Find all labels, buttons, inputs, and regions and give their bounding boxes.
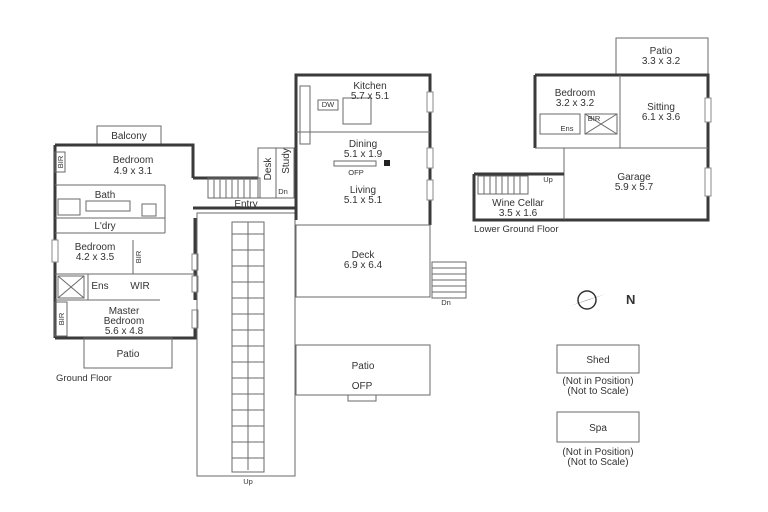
label-garage-size: 5.9 x 5.7 bbox=[615, 182, 654, 193]
fireplace-marker bbox=[384, 160, 390, 166]
label-entry: Entry bbox=[234, 199, 257, 210]
kitchen-bench bbox=[299, 85, 311, 145]
patio-ground-outline bbox=[83, 337, 173, 369]
lower-ground-floor bbox=[472, 37, 712, 222]
label-garage: Garage bbox=[617, 172, 651, 183]
label-wir: WIR bbox=[130, 281, 149, 292]
label-deck-size: 6.9 x 6.4 bbox=[344, 260, 383, 271]
label-laundry: L'dry bbox=[94, 221, 115, 232]
label-sitting-size: 6.1 x 3.6 bbox=[642, 112, 681, 123]
label-sitting: Sitting bbox=[647, 102, 675, 113]
label-deck: Deck bbox=[352, 250, 376, 261]
patio-ofp-hearth bbox=[347, 394, 377, 402]
label-up-main: Up bbox=[243, 477, 253, 486]
vanity bbox=[85, 200, 131, 212]
compass-rose-icon bbox=[577, 290, 597, 310]
ground-floor-left-wing bbox=[51, 125, 199, 369]
label-spa-note2: (Not to Scale) bbox=[567, 457, 628, 468]
label-bir-1: BIR bbox=[56, 155, 65, 168]
label-up-lower: Up bbox=[543, 175, 553, 184]
label-living: Living bbox=[350, 185, 376, 196]
dishwasher bbox=[317, 99, 339, 111]
window bbox=[704, 167, 712, 197]
wall-top bbox=[55, 143, 195, 178]
window bbox=[704, 97, 712, 123]
wall-wine-outer bbox=[472, 174, 564, 222]
window bbox=[191, 253, 199, 271]
label-kitchen: Kitchen bbox=[353, 81, 386, 92]
label-ground-floor: Ground Floor bbox=[56, 373, 112, 384]
label-wine: Wine Cellar bbox=[492, 198, 544, 209]
label-compass-n: N bbox=[626, 292, 635, 307]
main-block bbox=[294, 73, 467, 402]
deck-outline bbox=[295, 224, 431, 298]
label-shed: Shed bbox=[586, 355, 609, 366]
compass-needle-icon bbox=[570, 294, 606, 306]
window bbox=[51, 239, 59, 263]
label-desk: Desk bbox=[263, 157, 274, 181]
label-shed-note2: (Not to Scale) bbox=[567, 386, 628, 397]
deck-stairs bbox=[431, 261, 467, 299]
toilet bbox=[141, 203, 157, 217]
label-living-size: 5.1 x 5.1 bbox=[344, 195, 383, 206]
ens-lower-block bbox=[539, 113, 581, 135]
label-bedroom-lower-size: 3.2 x 3.2 bbox=[556, 98, 595, 109]
walkway-outline bbox=[196, 212, 296, 477]
label-patio-ground: Patio bbox=[117, 349, 140, 360]
bathtub bbox=[57, 198, 81, 216]
label-patio-main: Patio bbox=[352, 361, 375, 372]
label-master: Master bbox=[109, 306, 140, 317]
label-kitchen-size: 5.7 x 5.1 bbox=[351, 91, 390, 102]
bir-strip-3 bbox=[54, 301, 68, 337]
label-bedroom1-size: 4.9 x 3.1 bbox=[114, 166, 153, 177]
window bbox=[191, 309, 199, 329]
label-master-2: Bedroom bbox=[104, 316, 145, 327]
label-patio-lower: Patio bbox=[650, 46, 673, 57]
spa-box bbox=[556, 411, 640, 443]
shed-box bbox=[556, 344, 640, 374]
window bbox=[191, 275, 199, 293]
label-patio-lower-size: 3.3 x 3.2 bbox=[642, 56, 681, 67]
label-master-size: 5.6 x 4.8 bbox=[105, 326, 144, 337]
label-ofp-patio: OFP bbox=[352, 381, 373, 392]
label-study: Study bbox=[281, 148, 292, 174]
label-ens-lower: Ens bbox=[561, 124, 574, 133]
label-ofp-living: OFP bbox=[348, 168, 363, 177]
label-bedroom1: Bedroom bbox=[113, 155, 154, 166]
label-wine-size: 3.5 x 1.6 bbox=[499, 208, 538, 219]
compass bbox=[570, 290, 606, 310]
label-bir-3: BIR bbox=[57, 312, 66, 325]
label-bir-lower: BIR bbox=[588, 114, 601, 123]
label-ens: Ens bbox=[91, 281, 108, 292]
entry-stairs bbox=[207, 177, 261, 199]
shower bbox=[57, 275, 85, 299]
window bbox=[426, 147, 434, 169]
label-bedroom-lower: Bedroom bbox=[555, 88, 596, 99]
label-lower-ground-floor: Lower Ground Floor bbox=[474, 224, 558, 235]
wine-stairs bbox=[477, 175, 529, 195]
label-spa-note1: (Not in Position) bbox=[562, 447, 633, 458]
label-dn-deck: Dn bbox=[441, 298, 451, 307]
fireplace-ofp bbox=[333, 160, 377, 167]
label-dining-size: 5.1 x 1.9 bbox=[344, 149, 383, 160]
kitchen-island bbox=[342, 97, 372, 125]
bir-strip-1 bbox=[54, 151, 66, 173]
label-bedroom2: Bedroom bbox=[75, 242, 116, 253]
entry-and-stair-run bbox=[193, 147, 296, 477]
window bbox=[426, 91, 434, 113]
label-dw: DW bbox=[322, 100, 335, 109]
label-bedroom2-size: 4.2 x 3.5 bbox=[76, 252, 115, 263]
label-bath: Bath bbox=[95, 190, 116, 201]
label-spa: Spa bbox=[589, 423, 607, 434]
label-dining: Dining bbox=[349, 139, 377, 150]
bir-lower-block bbox=[584, 113, 618, 135]
window bbox=[426, 179, 434, 201]
label-shed-note1: (Not in Position) bbox=[562, 376, 633, 387]
label-balcony: Balcony bbox=[111, 131, 147, 142]
label-dn-entry: Dn bbox=[278, 187, 288, 196]
label-bir-2: BIR bbox=[134, 250, 143, 263]
